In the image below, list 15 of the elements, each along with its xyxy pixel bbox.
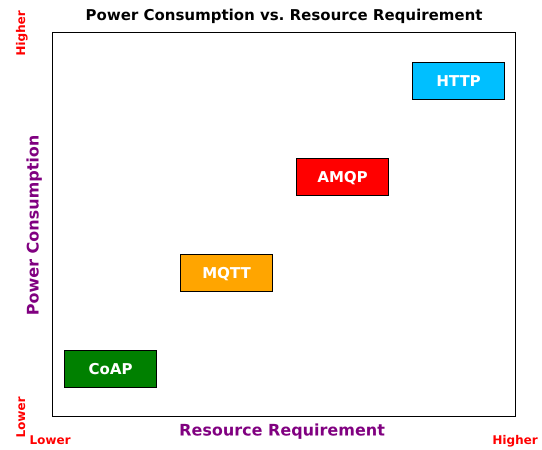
axis-end-label: Lower xyxy=(29,433,71,447)
protocol-label: HTTP xyxy=(436,72,481,90)
protocol-box xyxy=(180,254,273,292)
chart-title: Power Consumption vs. Resource Requirement xyxy=(84,6,484,24)
axis-title: Power Consumption xyxy=(24,134,42,316)
protocol-label: MQTT xyxy=(202,264,251,282)
axis-end-label: Higher xyxy=(14,10,28,56)
protocol-box xyxy=(64,350,157,388)
axis-end-label: Higher xyxy=(492,433,538,447)
axis-end-label: Lower xyxy=(14,396,28,438)
protocol-box xyxy=(296,158,389,196)
axis-title: Resource Requirement xyxy=(179,420,385,440)
protocol-label: CoAP xyxy=(88,360,132,378)
protocol-box xyxy=(412,62,505,100)
protocol-label: AMQP xyxy=(317,168,368,186)
